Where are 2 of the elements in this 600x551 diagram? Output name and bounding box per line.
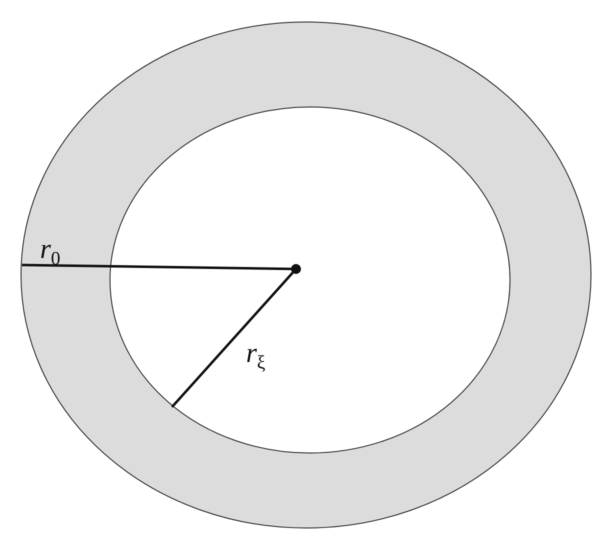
radius-label: r$_{ξ}$ xyxy=(246,340,266,373)
radius-label: r$_{0}$ xyxy=(40,236,60,269)
